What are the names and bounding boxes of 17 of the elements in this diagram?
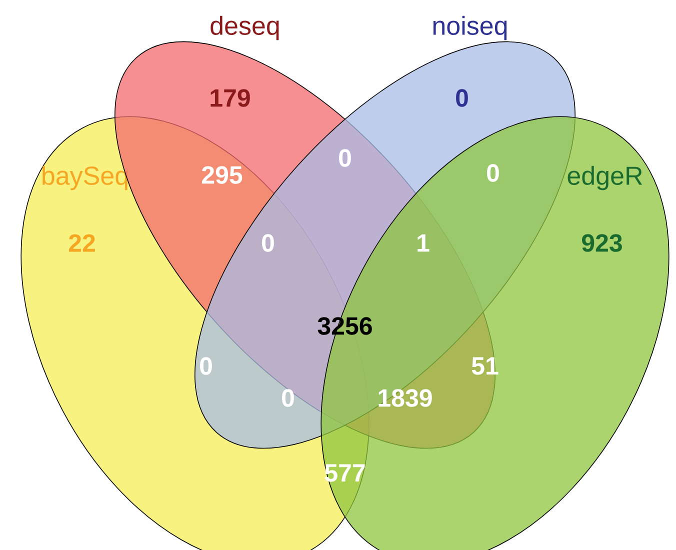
region-count: 0 [262,234,274,252]
region-count: 0 [487,164,499,182]
region-count: 295 [202,166,242,184]
region-count: 51 [472,357,498,375]
region-count: 923 [582,234,622,252]
set-name: baySeq [42,166,128,190]
region-count: 0 [339,149,351,167]
region-count: 1 [418,234,430,252]
set-name: deseq [210,16,279,40]
region-count: 0 [200,357,212,375]
set-name: noiseq [433,16,507,40]
region-count: 1839 [378,389,432,407]
region-count: 0 [282,389,294,407]
region-count: 179 [210,89,250,107]
region-count: 22 [68,234,95,252]
region-count: 0 [456,89,468,107]
set-name: edgeR [568,166,642,190]
